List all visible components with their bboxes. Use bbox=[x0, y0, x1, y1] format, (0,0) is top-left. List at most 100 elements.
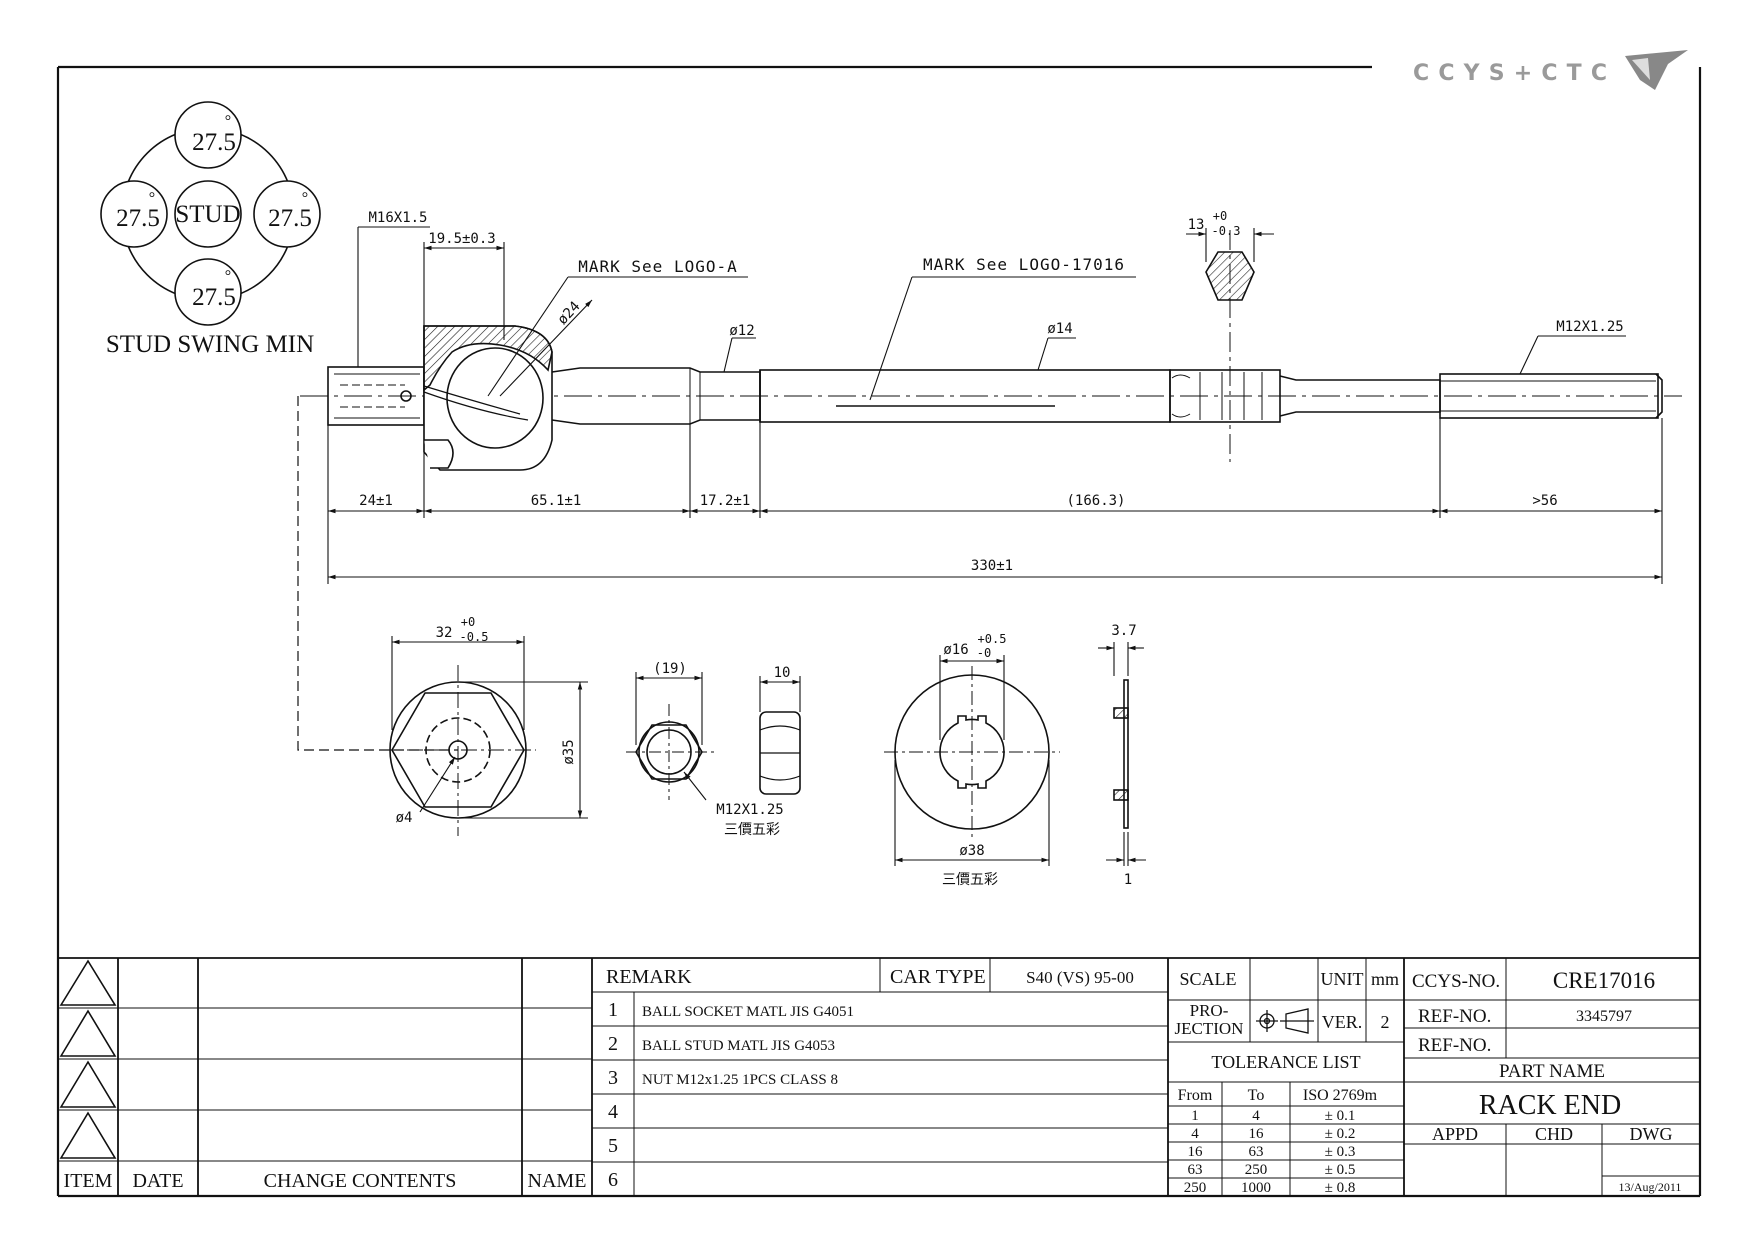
dia14-label: ø14 bbox=[1047, 321, 1072, 337]
hex-size-label: 13 bbox=[1188, 217, 1205, 233]
socket-end-view bbox=[380, 636, 588, 836]
washer-id-tol-dn: -0 bbox=[977, 646, 991, 660]
washer-front-view bbox=[884, 655, 1060, 866]
hex-width-tol-dn: -0.5 bbox=[460, 630, 489, 644]
rack-end-side-view bbox=[297, 230, 1682, 751]
thread-left-label: M16X1.5 bbox=[368, 210, 427, 226]
hex-tol-lower: -0.3 bbox=[1212, 224, 1241, 238]
washer-od-label: ø38 bbox=[959, 843, 984, 859]
hex-width-label: 32 bbox=[436, 625, 453, 641]
tol-row1-to: 4 bbox=[1252, 1108, 1260, 1124]
rev-header-name: NAME bbox=[528, 1170, 587, 1192]
tol-row4-val: ± 0.5 bbox=[1325, 1162, 1356, 1178]
revision-triangles bbox=[59, 959, 117, 1159]
rev-header-date: DATE bbox=[132, 1170, 183, 1192]
thread-right-label: M12X1.25 bbox=[1556, 319, 1623, 335]
tol-row3-from: 16 bbox=[1188, 1144, 1204, 1160]
washer-id-tol-up: +0.5 bbox=[978, 632, 1007, 646]
remark-no-1: 1 bbox=[608, 999, 618, 1021]
tol-row4-from: 63 bbox=[1188, 1162, 1203, 1178]
swing-angle-bottom: 27.5 bbox=[192, 284, 236, 311]
degree-mark: ° bbox=[225, 268, 231, 285]
stud-swing-caption: STUD SWING MIN bbox=[106, 331, 314, 358]
car-type-value: S40 (VS) 95-00 bbox=[1026, 968, 1134, 987]
ref-no-label-2: REF-NO. bbox=[1418, 1035, 1491, 1056]
hex-width-tol-up: +0 bbox=[461, 615, 475, 629]
degree-mark: ° bbox=[225, 113, 231, 130]
title-block-grid bbox=[58, 957, 1700, 1196]
tol-row5-val: ± 0.8 bbox=[1325, 1180, 1356, 1196]
remark-no-4: 4 bbox=[608, 1101, 618, 1123]
tol-row3-to: 63 bbox=[1249, 1144, 1264, 1160]
remark-text-2: BALL STUD MATL JIS G4053 bbox=[642, 1038, 835, 1054]
dim-total: 330±1 bbox=[971, 558, 1013, 574]
car-type-label: CAR TYPE bbox=[890, 966, 986, 988]
nut-front-view bbox=[626, 672, 714, 801]
tol-row2-val: ± 0.2 bbox=[1325, 1126, 1356, 1142]
ball-length-label: 19.5±0.3 bbox=[428, 231, 495, 247]
swing-angle-top: 27.5 bbox=[192, 129, 236, 156]
stud-label: STUD bbox=[175, 201, 240, 228]
tolerance-header-to: To bbox=[1248, 1087, 1265, 1104]
nut-height-label: 10 bbox=[774, 665, 791, 681]
unit-value: mm bbox=[1371, 969, 1399, 989]
remark-no-2: 2 bbox=[608, 1033, 618, 1055]
projection-label-2: JECTION bbox=[1175, 1019, 1244, 1038]
unit-label: UNIT bbox=[1321, 969, 1364, 989]
ver-label: VER. bbox=[1322, 1012, 1363, 1032]
tol-row5-to: 1000 bbox=[1241, 1180, 1271, 1196]
swing-angle-left: 27.5 bbox=[116, 205, 160, 232]
dim-65: 65.1±1 bbox=[531, 493, 582, 509]
degree-mark: ° bbox=[302, 190, 308, 207]
nut-side-view bbox=[759, 676, 801, 795]
degree-mark: ° bbox=[149, 190, 155, 207]
mark-logo-a-label: MARK See LOGO-A bbox=[578, 257, 738, 276]
ccys-no-value: CRE17016 bbox=[1553, 968, 1655, 993]
tol-row1-from: 1 bbox=[1191, 1108, 1199, 1124]
brand-logo: CCYS+CTC bbox=[1413, 50, 1688, 90]
remark-no-5: 5 bbox=[608, 1135, 618, 1157]
projection-symbol-icon bbox=[1256, 1008, 1314, 1034]
tolerance-header-iso: ISO 2769m bbox=[1303, 1087, 1378, 1104]
remark-no-3: 3 bbox=[608, 1067, 618, 1089]
washer-finish-label: 三價五彩 bbox=[942, 871, 998, 888]
tolerance-title: TOLERANCE LIST bbox=[1211, 1052, 1360, 1072]
tol-row4-to: 250 bbox=[1245, 1162, 1268, 1178]
rev-header-item: ITEM bbox=[64, 1170, 113, 1192]
projection-label-1: PRO- bbox=[1190, 1001, 1229, 1020]
tol-row2-from: 4 bbox=[1191, 1126, 1199, 1142]
remark-label: REMARK bbox=[606, 966, 692, 988]
ccys-no-label: CCYS-NO. bbox=[1412, 971, 1500, 992]
washer-thickness-label: 3.7 bbox=[1111, 623, 1136, 639]
part-name-label: PART NAME bbox=[1499, 1061, 1605, 1082]
socket-dia4-label: ø4 bbox=[396, 810, 413, 826]
tol-row5-from: 250 bbox=[1184, 1180, 1207, 1196]
rev-header-change: CHANGE CONTENTS bbox=[264, 1170, 457, 1192]
dim-166: (166.3) bbox=[1066, 493, 1125, 509]
tol-row2-to: 16 bbox=[1249, 1126, 1265, 1142]
ball-diameter-label: ø24 bbox=[555, 299, 584, 328]
swing-angle-right: 27.5 bbox=[268, 205, 312, 232]
nut-thread-label: M12X1.25 bbox=[716, 802, 783, 818]
dimension-lines bbox=[327, 226, 1663, 584]
scale-label: SCALE bbox=[1179, 969, 1236, 989]
socket-dia35-label: ø35 bbox=[561, 739, 577, 764]
ver-value: 2 bbox=[1381, 1012, 1390, 1032]
tolerance-header-from: From bbox=[1178, 1087, 1213, 1104]
part-name-value: RACK END bbox=[1479, 1090, 1621, 1121]
remark-text-1: BALL SOCKET MATL JIS G4051 bbox=[642, 1004, 854, 1020]
dim-24: 24±1 bbox=[359, 493, 393, 509]
tol-row3-val: ± 0.3 bbox=[1325, 1144, 1356, 1160]
tol-row1-val: ± 0.1 bbox=[1325, 1108, 1356, 1124]
dia12-label: ø12 bbox=[729, 323, 754, 339]
washer-id-label: ø16 bbox=[943, 642, 968, 658]
hex-tol-upper: +0 bbox=[1213, 209, 1227, 223]
nut-width-label: (19) bbox=[653, 661, 687, 677]
ref-no-label-1: REF-NO. bbox=[1418, 1006, 1491, 1027]
brand-wing-icon bbox=[1625, 50, 1688, 90]
ref-no-value-1: 3345797 bbox=[1576, 1008, 1632, 1025]
sign-header-chd: CHD bbox=[1535, 1124, 1573, 1144]
mark-logo-17016-label: MARK See LOGO-17016 bbox=[923, 255, 1125, 274]
sign-header-dwg: DWG bbox=[1630, 1124, 1673, 1144]
